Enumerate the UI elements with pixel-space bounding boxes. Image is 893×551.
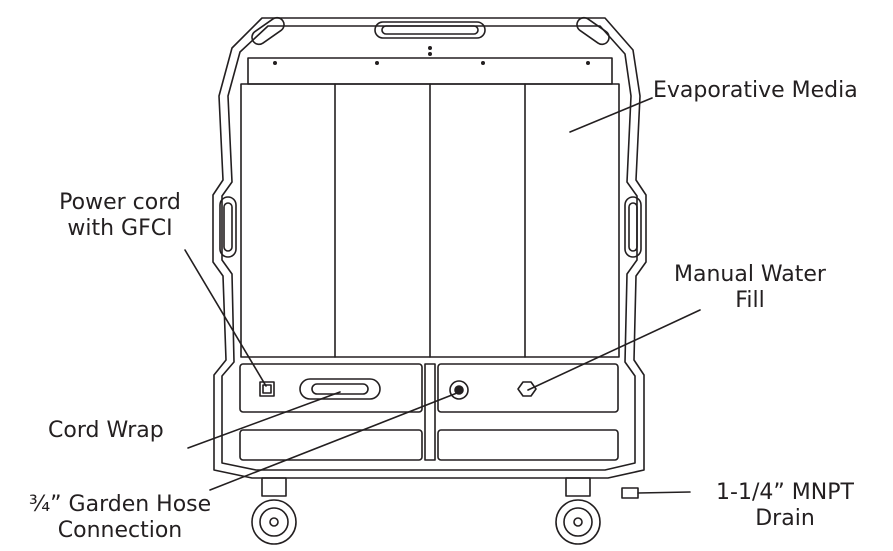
label-manual-water-fill-line1: Manual Water — [674, 262, 826, 287]
label-manual-water-fill-line2: Fill — [735, 288, 765, 313]
left-caster — [251, 477, 297, 545]
label-power-cord-line2: with GFCI — [67, 216, 173, 241]
leader-drain — [637, 491, 691, 494]
label-cord-wrap: Cord Wrap — [48, 418, 164, 443]
garden-hose-connection — [449, 380, 469, 400]
left-side-handle — [219, 196, 237, 258]
right-side-handle-grip — [628, 202, 638, 252]
left-control-panel — [239, 363, 423, 413]
label-garden-hose-line1: ¾” Garden Hose — [28, 492, 212, 517]
left-side-handle-grip — [223, 202, 233, 252]
power-cord-outlet — [259, 381, 275, 397]
right-side-handle — [624, 196, 642, 258]
right-caster — [555, 477, 601, 545]
label-power-cord-line1: Power cord — [59, 190, 181, 215]
label-power-cord: Power cord with GFCI — [40, 190, 200, 242]
drain-fitting — [621, 487, 639, 499]
center-post — [424, 363, 436, 461]
leader-cord-wrap — [187, 391, 341, 449]
power-cord-outlet-inner — [262, 384, 272, 394]
right-lower-panel — [437, 429, 619, 461]
housing-inner-outline — [221, 25, 638, 471]
leader-manual-water-fill — [527, 309, 701, 391]
top-handle-grip — [381, 25, 479, 35]
leader-power-cord — [184, 249, 267, 387]
top-handle — [374, 21, 486, 39]
cord-wrap-inner — [311, 383, 369, 395]
leader-evaporative-media — [569, 97, 653, 133]
label-drain-line1: 1-1/4” MNPT — [716, 480, 854, 505]
leader-garden-hose — [209, 392, 458, 491]
top-left-corner-handle — [251, 16, 285, 46]
top-right-corner-handle — [576, 16, 610, 46]
label-garden-hose-line2: Connection — [57, 518, 183, 543]
left-lower-panel — [239, 429, 423, 461]
top-bar-screws — [273, 46, 590, 65]
garden-hose-connection-inner — [454, 385, 464, 395]
cord-wrap — [299, 378, 381, 400]
label-evaporative-media: Evaporative Media — [653, 78, 858, 103]
label-drain: 1-1/4” MNPT Drain — [690, 480, 880, 532]
label-drain-line2: Drain — [755, 506, 815, 531]
housing-outline — [212, 17, 647, 479]
label-manual-water-fill: Manual Water Fill — [660, 262, 840, 314]
right-control-panel — [437, 363, 619, 413]
manual-water-fill-cap — [517, 381, 537, 397]
media-top-bar — [247, 57, 613, 85]
label-garden-hose: ¾” Garden Hose Connection — [0, 492, 240, 544]
